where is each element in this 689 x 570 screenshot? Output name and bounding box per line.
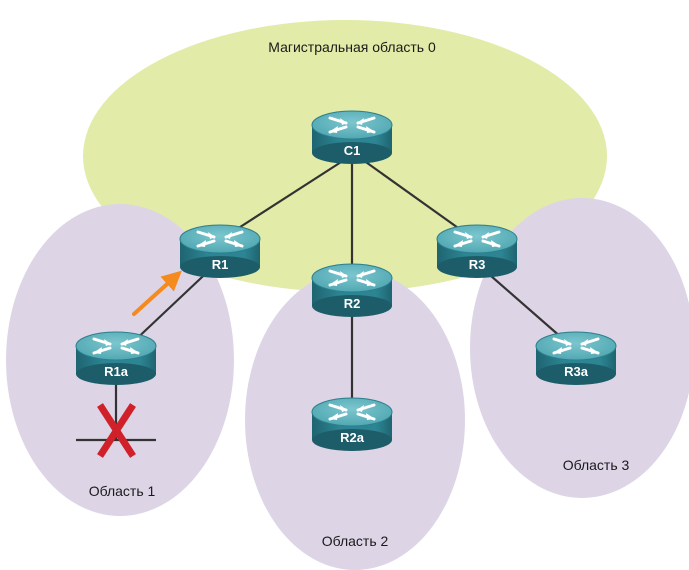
router-r1[interactable]: R1 (178, 223, 262, 280)
link-c1-r3 (355, 154, 476, 241)
router-r2a-label: R2a (340, 430, 365, 445)
router-r2a[interactable]: R2a (310, 396, 394, 453)
area-2-label: Область 2 (322, 533, 389, 549)
router-r2[interactable]: R2 (310, 262, 394, 319)
link-failure-x-icon (97, 403, 136, 458)
router-r1-label: R1 (212, 257, 229, 272)
area-3-label: Область 3 (563, 457, 630, 473)
router-r2-label: R2 (344, 296, 361, 311)
router-r3-label: R3 (469, 257, 486, 272)
router-c1-label: C1 (344, 143, 361, 158)
area-1-label: Область 1 (89, 483, 156, 499)
router-r1a-label: R1a (104, 364, 129, 379)
router-r3a[interactable]: R3a (534, 330, 618, 387)
router-r1a[interactable]: R1a (74, 330, 158, 387)
router-c1[interactable]: C1 (310, 109, 394, 166)
update-arrow-icon (132, 270, 182, 316)
link-c1-r1 (219, 154, 353, 241)
backbone-area-label: Магистральная область 0 (268, 39, 436, 55)
router-r3a-label: R3a (564, 364, 589, 379)
router-r3[interactable]: R3 (435, 223, 519, 280)
